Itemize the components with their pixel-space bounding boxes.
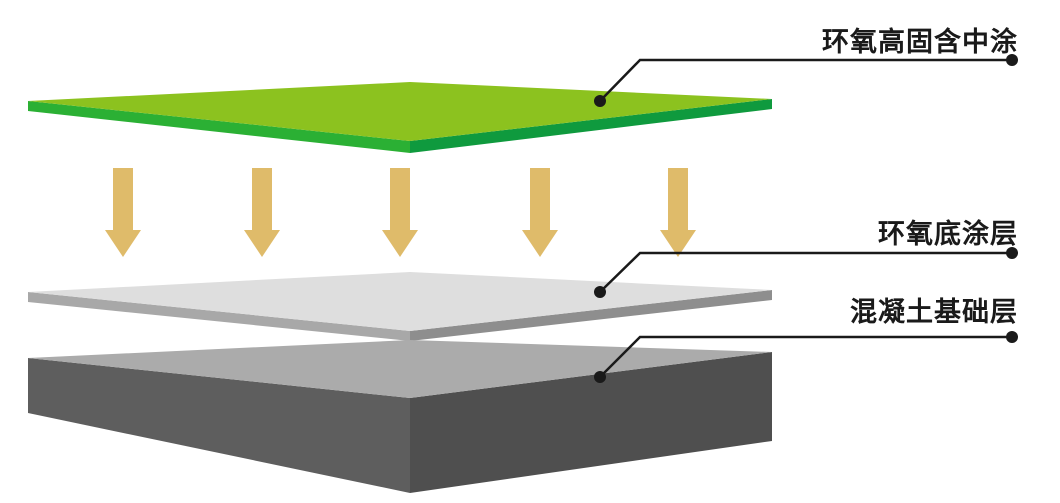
concrete-base-layer (28, 340, 772, 493)
label-epoxy-midcoat: 环氧高固含中涂 (822, 27, 1018, 58)
down-arrow-icon (382, 168, 418, 257)
down-arrow-icon (522, 168, 558, 257)
leader-lines (599, 58, 1012, 378)
epoxy-midcoat-layer (28, 82, 772, 153)
epoxy-primer-layer (28, 272, 772, 341)
down-arrow-icon (660, 168, 696, 257)
label-epoxy-primer: 环氧底涂层 (878, 219, 1018, 250)
arrows-group (105, 168, 696, 257)
leader-dots (594, 54, 1018, 383)
down-arrow-icon (244, 168, 280, 257)
label-concrete-base: 混凝土基础层 (850, 297, 1018, 328)
down-arrow-icon (105, 168, 141, 257)
